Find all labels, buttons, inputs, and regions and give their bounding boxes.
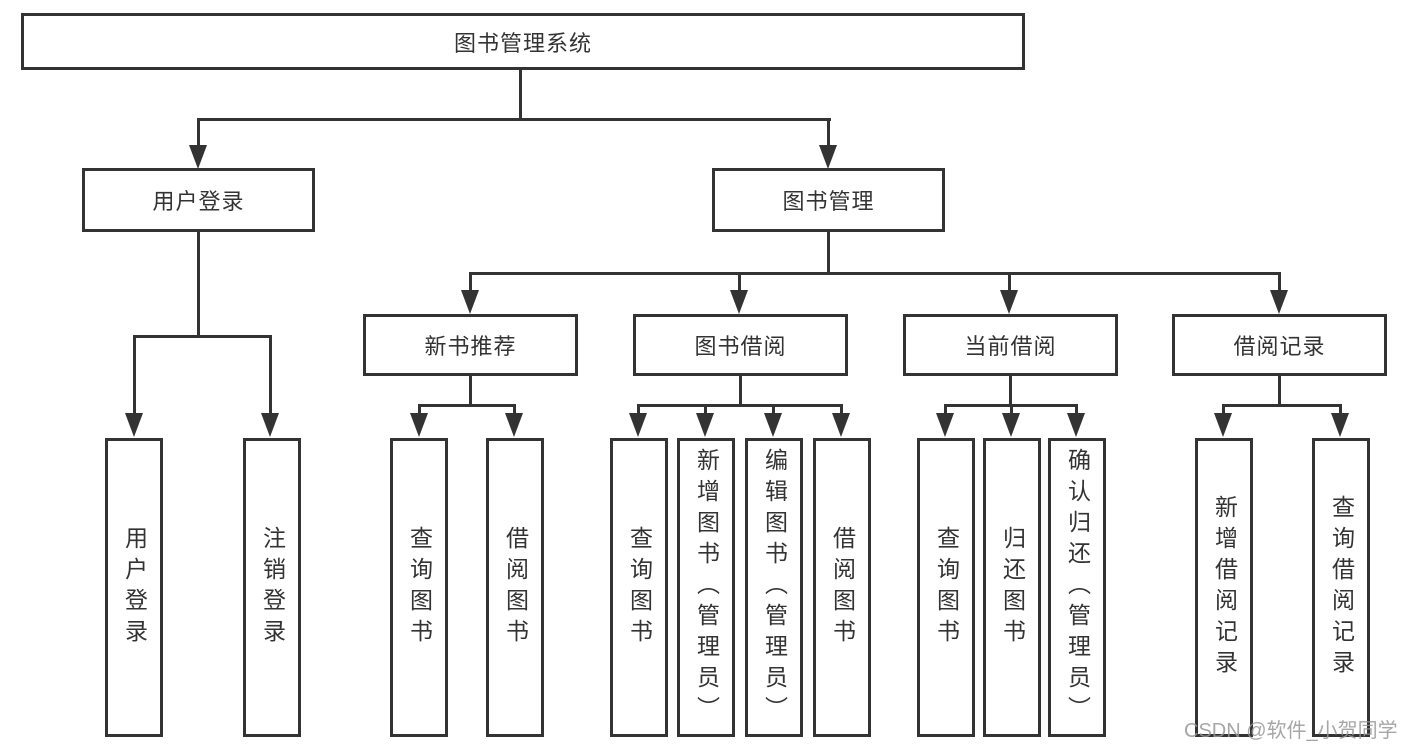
arrow-down-leaf-user-login [125,413,143,437]
connector-stub-book-management [827,118,830,148]
arrow-down [696,413,714,437]
connector-stub [1222,404,1225,416]
leaf-label: 注销登录 [259,525,286,650]
leaf-add-borrow-record: 新增借阅记录 [1195,438,1253,737]
leaf-query-books-recommend: 查询图书 [390,438,448,737]
leaf-confirm-return-admin: 确认归还（管理员） [1048,438,1106,737]
arrow-down-borrow-record [1270,290,1288,314]
leaf-label: 借阅图书 [829,525,856,650]
leaf-label: 编辑图书（管理员） [761,448,788,727]
node-label: 图书管理 [782,189,875,214]
leaf-user-login: 用户登录 [105,438,163,737]
leaf-label: 用户登录 [121,525,148,650]
connector-stub-borrow-record [1278,272,1281,292]
arrow-down [505,413,523,437]
connector-root-rail [197,118,831,121]
connector-stub [1339,404,1342,416]
arrow-down-user-login [189,145,207,169]
leaf-edit-books-admin: 编辑图书（管理员） [745,438,803,737]
connector-book-borrow-rail [637,404,843,407]
arrow-down-book-management [819,145,837,169]
node-label: 当前借阅 [964,334,1057,359]
arrow-down-book-borrow [730,290,748,314]
leaf-label: 查询图书 [406,525,433,650]
connector-stub-leaf-logout [269,335,272,415]
node-label: 图书借阅 [694,334,787,359]
leaf-label: 新增借阅记录 [1211,494,1238,681]
connector-book-management-rail [469,272,1281,275]
connector-stub [418,404,421,416]
leaf-label: 新增图书（管理员） [693,448,720,727]
connector-stub [772,404,775,416]
leaf-label: 归还图书 [999,525,1026,650]
leaf-query-borrow-record: 查询借阅记录 [1312,438,1370,737]
leaf-return-books: 归还图书 [983,438,1041,737]
connector-book-management-trunk [827,232,830,274]
leaf-label: 查询借阅记录 [1328,494,1355,681]
leaf-query-books-borrow: 查询图书 [610,438,668,737]
connector-stub [1010,404,1013,416]
connector-stub [1075,404,1078,416]
connector-new-book-rail [418,404,516,407]
arrow-down [1331,413,1349,437]
arrow-down [1067,413,1085,437]
arrow-down [1214,413,1232,437]
arrow-down [764,413,782,437]
connector-borrow-record-rail [1222,404,1342,407]
node-label: 借阅记录 [1233,334,1326,359]
connector-stub-new-book [469,272,472,292]
node-book-borrow: 图书借阅 [633,314,848,376]
leaf-label: 确认归还（管理员） [1064,448,1091,727]
connector-stub-current-borrow [1008,272,1011,292]
connector-stub-user-login [197,118,200,148]
connector-current-borrow-trunk [1009,376,1012,406]
connector-stub [637,404,640,416]
arrow-down [936,413,954,437]
leaf-borrow-books-recommend: 借阅图书 [486,438,544,737]
connector-stub [840,404,843,416]
leaf-add-books-admin: 新增图书（管理员） [677,438,735,737]
arrow-down-current-borrow [1000,290,1018,314]
connector-stub [513,404,516,416]
leaf-label: 借阅图书 [502,525,529,650]
arrow-down [1002,413,1020,437]
leaf-label: 查询图书 [933,525,960,650]
node-label: 新书推荐 [424,334,517,359]
leaf-logout: 注销登录 [243,438,301,737]
connector-book-borrow-trunk [739,376,742,406]
connector-root-trunk [519,70,522,120]
node-library-management-system: 图书管理系统 [21,13,1025,70]
connector-stub-leaf-user-login [133,335,136,415]
connector-stub [944,404,947,416]
arrow-down [832,413,850,437]
leaf-borrow-books: 借阅图书 [813,438,871,737]
node-book-management: 图书管理 [712,168,945,232]
node-label: 图书管理系统 [453,30,592,56]
arrow-down-leaf-logout [261,413,279,437]
connector-user-login-trunk [197,232,200,338]
connector-user-login-rail [133,335,272,338]
node-label: 用户登录 [152,189,245,214]
arrow-down [629,413,647,437]
connector-stub [704,404,707,416]
leaf-label: 查询图书 [626,525,653,650]
leaf-query-books-current: 查询图书 [917,438,975,737]
connector-new-book-trunk [469,376,472,406]
node-current-borrow: 当前借阅 [903,314,1118,376]
arrow-down-new-book [461,290,479,314]
arrow-down [410,413,428,437]
connector-stub-book-borrow [738,272,741,292]
connector-borrow-record-trunk [1278,376,1281,406]
node-borrow-record: 借阅记录 [1172,314,1387,376]
node-new-book-recommend: 新书推荐 [363,314,578,376]
node-user-login: 用户登录 [82,168,315,232]
csdn-watermark: CSDN @软件_小贺同学 [1184,720,1398,742]
